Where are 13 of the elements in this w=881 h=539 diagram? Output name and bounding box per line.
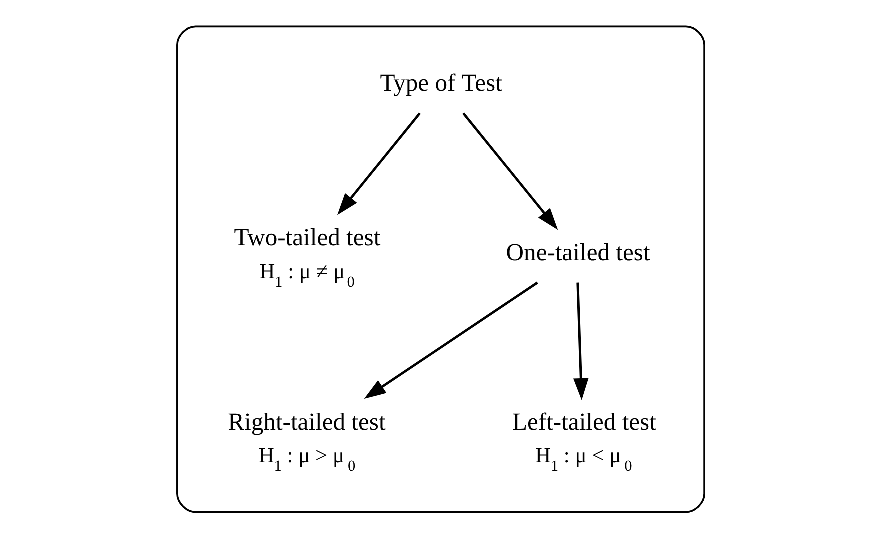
node-label: H$_{1}$ : μ ≠ μ$_{0}$ [259, 259, 354, 291]
node-text: Left-tailed test [512, 408, 656, 436]
node-text: One-tailed test [506, 240, 650, 267]
node-label: H$_{1}$ : μ > μ$_{0}$ [258, 444, 356, 476]
node-label: H$_{1}$ : μ < μ$_{0}$ [535, 444, 632, 476]
arrow [573, 282, 588, 400]
node-text: Right-tailed test [228, 408, 386, 436]
arrow [364, 282, 538, 400]
arrow [336, 112, 420, 216]
cluster [176, 26, 705, 514]
arrow [462, 112, 558, 230]
node-text: Two-tailed test [234, 224, 380, 252]
node-text: Type of Test [380, 70, 502, 97]
